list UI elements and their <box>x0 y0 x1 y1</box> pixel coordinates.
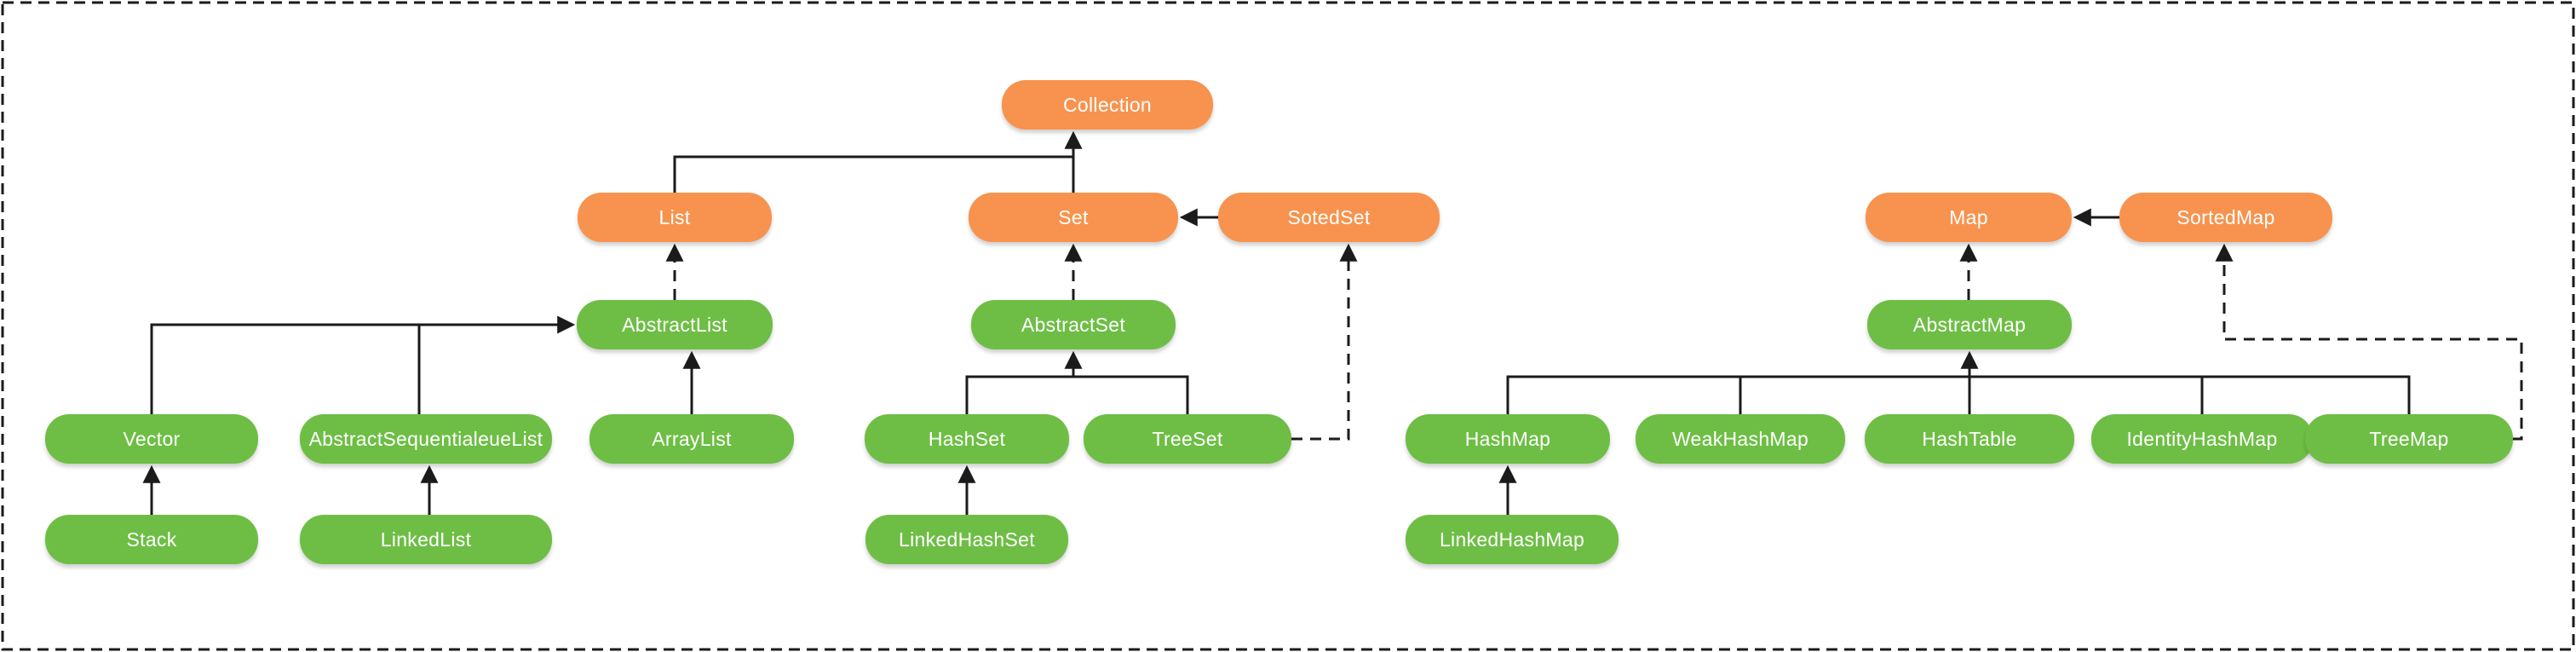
node-abstractset-label: AbstractSet <box>1021 313 1126 336</box>
node-map[interactable]: Map <box>1866 193 2072 242</box>
node-vector[interactable]: Vector <box>45 414 258 464</box>
node-arraylist-label: ArrayList <box>652 427 732 450</box>
connector-vector-to-abstractlist <box>150 315 576 414</box>
node-abstractmap-label: AbstractMap <box>1912 313 2027 336</box>
node-list[interactable]: List <box>578 193 772 242</box>
node-linkedhashset[interactable]: LinkedHashSet <box>865 515 1068 564</box>
node-vector-label: Vector <box>123 427 181 450</box>
node-weakhashmap-label: WeakHashMap <box>1671 427 1809 450</box>
node-sotedset[interactable]: SotedSet <box>1218 193 1440 242</box>
node-sotedset-label: SotedSet <box>1287 205 1371 228</box>
node-map-label: Map <box>1949 205 1988 228</box>
connector-map-children-bracket <box>1506 375 2411 414</box>
node-treemap[interactable]: TreeMap <box>2305 414 2513 464</box>
node-identityhashmap[interactable]: IdentityHashMap <box>2091 414 2313 464</box>
node-treemap-label: TreeMap <box>2369 427 2449 450</box>
connector-treeset-to-sotedset <box>1291 243 1358 441</box>
node-abstractsequentialeuelist[interactable]: AbstractSequentialeueList <box>300 414 552 464</box>
node-linkedhashmap[interactable]: LinkedHashMap <box>1406 515 1619 564</box>
node-sortedmap-label: SortedMap <box>2176 205 2275 228</box>
node-linkedhashset-label: LinkedHashSet <box>899 528 1035 551</box>
node-abstractmap[interactable]: AbstractMap <box>1867 300 2072 349</box>
node-list-label: List <box>658 205 691 228</box>
node-abstractlist-label: AbstractList <box>622 313 727 336</box>
node-linkedhashmap-label: LinkedHashMap <box>1439 528 1585 551</box>
node-stack[interactable]: Stack <box>45 515 258 564</box>
node-abstractlist[interactable]: AbstractList <box>577 300 773 349</box>
node-hashset-label: HashSet <box>928 427 1006 450</box>
node-set-label: Set <box>1058 205 1089 228</box>
node-linkedlist[interactable]: LinkedList <box>300 515 552 564</box>
node-treeset[interactable]: TreeSet <box>1084 414 1291 464</box>
node-treeset-label: TreeSet <box>1152 427 1223 450</box>
node-collection[interactable]: Collection <box>1002 80 1213 130</box>
node-hashtable[interactable]: HashTable <box>1865 414 2074 464</box>
node-hashmap[interactable]: HashMap <box>1406 414 1610 464</box>
node-collection-label: Collection <box>1063 93 1152 116</box>
connector-set-children-bracket <box>965 375 1189 414</box>
node-abstractsequentialeuelist-label: AbstractSequentialeueList <box>308 427 543 450</box>
node-linkedlist-label: LinkedList <box>380 528 472 551</box>
connector-treemap-to-sortedmap <box>2215 243 2523 441</box>
node-set[interactable]: Set <box>969 193 1178 242</box>
node-weakhashmap[interactable]: WeakHashMap <box>1636 414 1845 464</box>
node-abstractset[interactable]: AbstractSet <box>971 300 1176 349</box>
node-hashtable-label: HashTable <box>1922 427 2017 450</box>
node-identityhashmap-label: IdentityHashMap <box>2126 427 2278 450</box>
node-hashmap-label: HashMap <box>1464 427 1551 450</box>
node-sortedmap[interactable]: SortedMap <box>2119 193 2332 242</box>
node-hashset[interactable]: HashSet <box>865 414 1069 464</box>
node-arraylist[interactable]: ArrayList <box>589 414 794 464</box>
connector-list-to-collection-elbow <box>673 155 1073 193</box>
node-stack-label: Stack <box>126 528 177 551</box>
